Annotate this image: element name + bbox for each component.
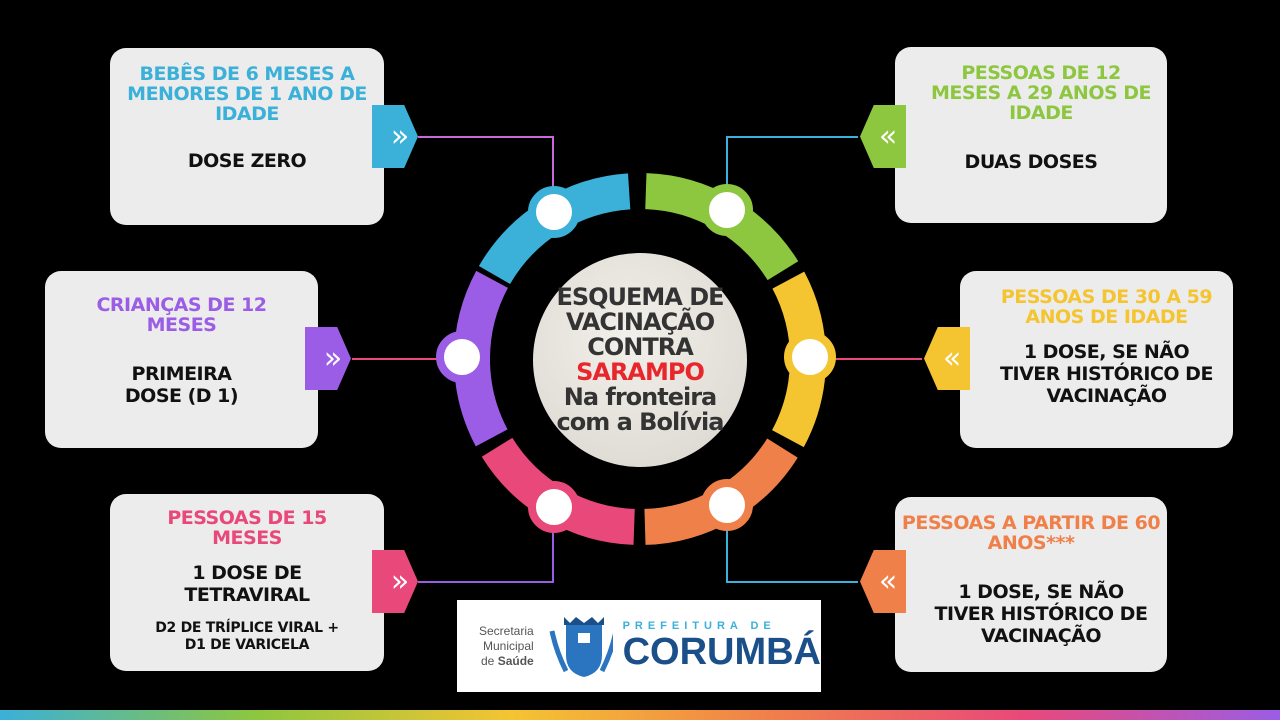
- secretaria-text: Secretaria Municipal de: [479, 623, 534, 668]
- connector-line: [418, 136, 554, 190]
- rainbow-footer-bar: [0, 710, 1280, 720]
- node-dot: [436, 331, 488, 383]
- group-title: BEBÊS DE 6 MESES A MENORES DE 1 ANO DE I…: [127, 63, 367, 125]
- group-dose: PRIMEIRA DOSE (D 1): [124, 363, 239, 407]
- group-dose: DUAS DOSES: [964, 151, 1098, 173]
- group-card-infants: BEBÊS DE 6 MESES A MENORES DE 1 ANO DE I…: [110, 48, 384, 225]
- node-dot: [701, 479, 753, 531]
- crest-icon: [549, 617, 613, 677]
- group-card-12-months: CRIANÇAS DE 12 MESES PRIMEIRA DOSE (D 1): [45, 271, 318, 448]
- ring-segment-green: [454, 173, 826, 546]
- footer-logo: Secretaria Municipal de Saúde PREFEITURA…: [457, 600, 821, 692]
- group-dose: 1 DOSE, SE NÃO TIVER HISTÓRICO DE VACINA…: [934, 581, 1148, 647]
- node-dot: [528, 481, 580, 533]
- group-dose: DOSE ZERO: [187, 150, 307, 172]
- subtitle-line: com a Bolívia: [556, 408, 725, 436]
- ring-segment-yellow: [454, 172, 827, 545]
- group-note: D2 DE TRÍPLICE VIRAL + D1 DE VARICELA: [155, 620, 339, 653]
- title-highlight: SARAMPO: [576, 358, 705, 386]
- center-title: ESQUEMA DE VACINAÇÃO CONTRA SARAMPO Na f…: [533, 253, 747, 467]
- group-card-30-59y: PESSOAS DE 30 A 59 ANOS DE IDADE 1 DOSE,…: [960, 271, 1233, 448]
- title-line: ESQUEMA DE: [556, 283, 724, 311]
- group-dose: 1 DOSE DE TETRAVIRAL: [184, 562, 310, 606]
- connector-line: [726, 136, 858, 190]
- group-title: CRIANÇAS DE 12 MESES: [96, 294, 267, 336]
- ring-segment-purple: [454, 172, 826, 545]
- subtitle-line: Na fronteira: [563, 383, 717, 411]
- node-dot: [528, 186, 580, 238]
- ring-segment-blue: [454, 173, 826, 545]
- secretaria-label: Secretaria Municipal de Saúde: [479, 624, 534, 669]
- saude-text: Saúde: [497, 653, 534, 668]
- node-dot: [784, 331, 836, 383]
- connector-line: [726, 528, 858, 583]
- group-card-60-plus: PESSOAS A PARTIR DE 60 ANOS*** 1 DOSE, S…: [895, 497, 1167, 672]
- group-title: PESSOAS DE 30 A 59 ANOS DE IDADE: [1000, 286, 1213, 328]
- prefeitura-label: PREFEITURA DE: [622, 620, 776, 632]
- node-dot: [701, 184, 753, 236]
- title-line: VACINAÇÃO: [565, 308, 715, 336]
- ring-segment-pink: [453, 172, 826, 545]
- group-title: PESSOAS A PARTIR DE 60 ANOS***: [901, 512, 1161, 554]
- group-card-12m-29y: PESSOAS DE 12 MESES A 29 ANOS DE IDADE D…: [895, 47, 1167, 223]
- group-title: PESSOAS DE 15 MESES: [167, 507, 327, 549]
- city-name: CORUMBÁ: [622, 631, 821, 673]
- connector-line: [418, 528, 554, 583]
- title-line: CONTRA: [587, 333, 694, 361]
- group-dose: 1 DOSE, SE NÃO TIVER HISTÓRICO DE VACINA…: [1000, 341, 1213, 407]
- group-card-15-months: PESSOAS DE 15 MESES 1 DOSE DE TETRAVIRAL…: [110, 494, 384, 671]
- group-title: PESSOAS DE 12 MESES A 29 ANOS DE IDADE: [930, 62, 1152, 124]
